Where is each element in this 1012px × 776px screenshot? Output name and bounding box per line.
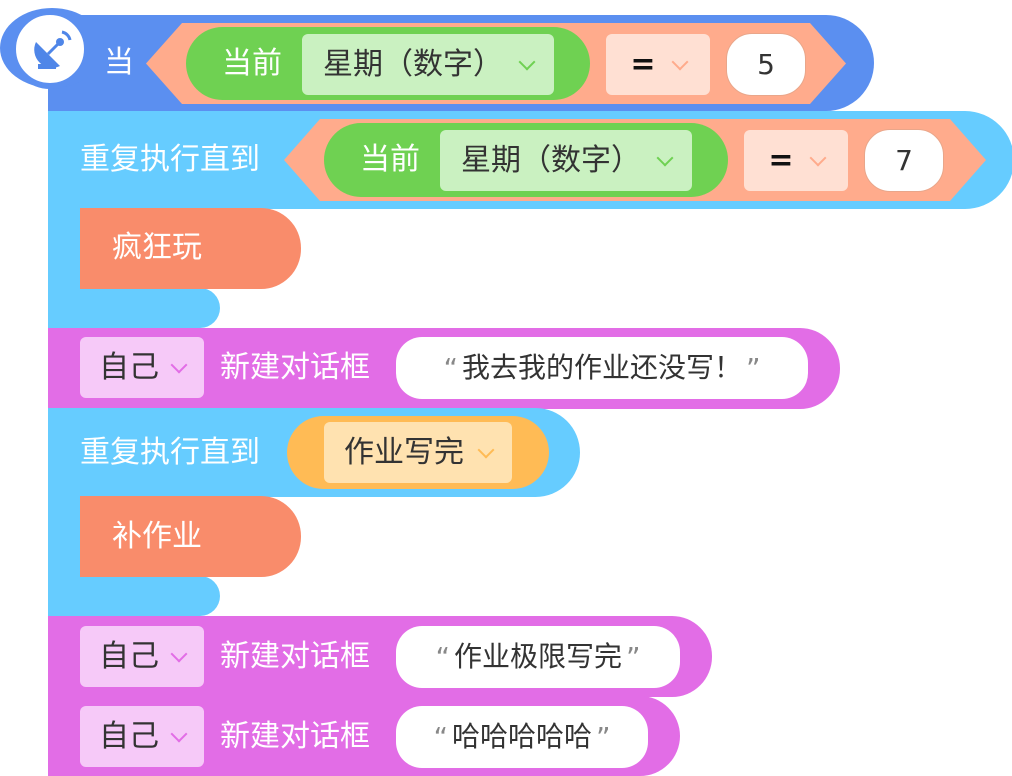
say-1-target-dropdown[interactable]: 自己 [80, 337, 204, 398]
event-hat-icon-circle [10, 9, 90, 89]
hat-weekday-dropdown[interactable]: 星期（数字） [302, 34, 554, 95]
repeat-1-value-input[interactable]: 7 [864, 129, 944, 192]
hat-current-label: 当前 [222, 46, 282, 81]
say-2-label: 新建对话框 [220, 639, 370, 674]
chevron-down-icon [170, 356, 188, 373]
say-3-text: 哈哈哈哈哈 [451, 720, 592, 753]
say-3-target-value: 自己 [99, 718, 159, 754]
satellite-dish-icon [28, 26, 76, 74]
say-2-target-value: 自己 [99, 638, 159, 674]
close-quote-icon: ” [596, 720, 611, 754]
hat-value-input[interactable]: 5 [726, 33, 806, 96]
make-up-homework-label: 补作业 [112, 519, 202, 554]
hat-value-text: 5 [757, 47, 775, 81]
repeat-1-label: 重复执行直到 [80, 142, 260, 177]
repeat-2-label: 重复执行直到 [80, 435, 260, 470]
say-2-target-dropdown[interactable]: 自己 [80, 626, 204, 687]
open-quote-icon: “ [435, 640, 450, 674]
hat-operator-value: = [630, 46, 656, 82]
close-quote-icon: ” [746, 351, 761, 385]
close-quote-icon: ” [626, 640, 641, 674]
say-2-text: 作业极限写完 [453, 640, 622, 673]
chevron-down-icon [518, 53, 536, 70]
repeat-1-operator-value: = [768, 142, 794, 178]
repeat-1-operator-dropdown[interactable]: = [744, 130, 848, 191]
chevron-down-icon [170, 725, 188, 742]
say-3-text-input[interactable]: “ 哈哈哈哈哈 ” [396, 706, 648, 768]
repeat-1-weekday-value: 星期（数字） [461, 142, 641, 178]
chevron-down-icon [477, 441, 495, 458]
chevron-down-icon [671, 53, 689, 70]
repeat-until-block-2-foot [48, 576, 220, 616]
repeat-until-block-1-foot [48, 288, 220, 328]
say-1-text: 我去我的作业还没写！ [461, 351, 742, 384]
crazy-play-block[interactable] [80, 208, 301, 289]
repeat-until-block-2-arm [48, 490, 80, 584]
open-quote-icon: “ [443, 351, 458, 385]
repeat-until-block-1-arm [48, 200, 80, 296]
say-1-target-value: 自己 [99, 349, 159, 385]
hat-label: 当 [104, 45, 134, 80]
homework-done-value: 作业写完 [344, 434, 464, 470]
crazy-play-label: 疯狂玩 [112, 230, 202, 265]
say-3-target-dropdown[interactable]: 自己 [80, 706, 204, 767]
say-3-label: 新建对话框 [220, 719, 370, 754]
make-up-homework-block[interactable] [80, 496, 301, 577]
homework-done-dropdown[interactable]: 作业写完 [324, 422, 512, 483]
hat-weekday-value: 星期（数字） [323, 46, 503, 82]
repeat-1-value-text: 7 [895, 143, 913, 177]
hat-operator-dropdown[interactable]: = [606, 34, 710, 95]
chevron-down-icon [170, 645, 188, 662]
chevron-down-icon [809, 149, 827, 166]
say-1-label: 新建对话框 [220, 350, 370, 385]
say-1-text-input[interactable]: “ 我去我的作业还没写！ ” [396, 337, 808, 399]
chevron-down-icon [656, 149, 674, 166]
repeat-1-current-label: 当前 [360, 142, 420, 177]
repeat-1-weekday-dropdown[interactable]: 星期（数字） [440, 130, 692, 191]
open-quote-icon: “ [433, 720, 448, 754]
say-2-text-input[interactable]: “ 作业极限写完 ” [396, 626, 680, 688]
